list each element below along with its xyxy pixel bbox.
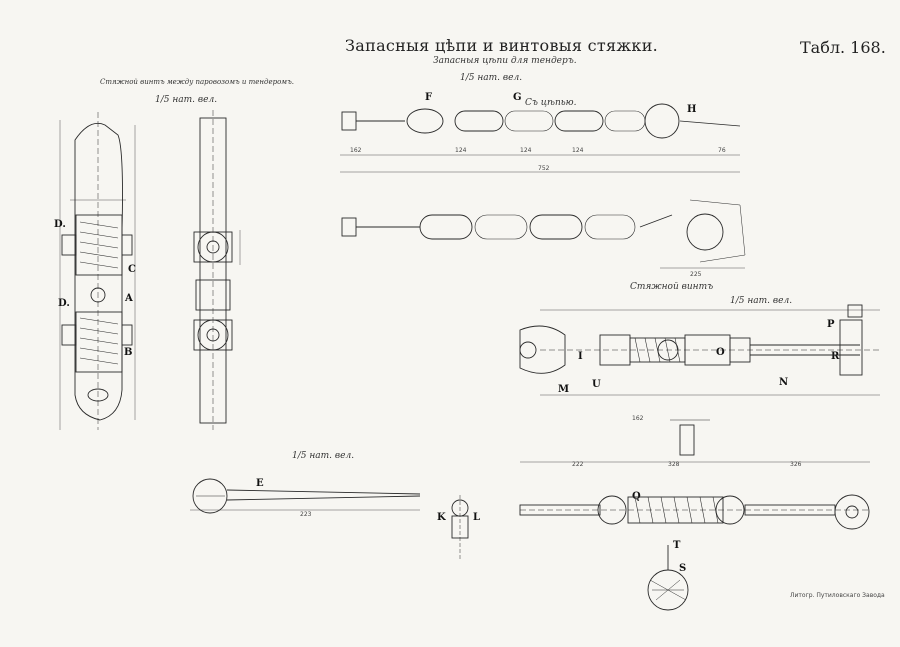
- left-coupling-front-view: [59, 112, 136, 430]
- dim-rod-length: 223: [300, 511, 312, 518]
- lithography-credit: Литогр. Путиловскаго Завода: [790, 592, 885, 599]
- scale-right: 1/5 нат. вел.: [730, 296, 793, 306]
- dim-chain-left: 162: [350, 147, 362, 154]
- spare-chain-second: [341, 199, 746, 269]
- left-subtitle: Стяжной винтъ между паровозомъ и тендеро…: [100, 78, 294, 86]
- coupling-caption: Стяжной винтъ: [630, 282, 714, 292]
- scale-mid: 1/5 нат. вел.: [292, 451, 355, 461]
- sheet-title: Запасныя цѣпи и винтовыя стяжки.: [345, 36, 659, 55]
- label-t: T: [673, 540, 681, 551]
- small-hook-part: [451, 495, 469, 560]
- label-p: P: [827, 319, 835, 330]
- scale-left: 1/5 нат. вел.: [155, 95, 218, 105]
- label-i: I: [578, 351, 583, 362]
- label-l: L: [473, 512, 481, 523]
- dim-lower-a: 222: [572, 461, 584, 468]
- chain-subtitle: Запасныя цѣпи для тендеръ.: [433, 56, 577, 66]
- dim-chain2-overall: 225: [690, 271, 702, 278]
- dim-lower-b: 328: [668, 461, 680, 468]
- label-r: R: [831, 351, 840, 362]
- dim-chain-right: 76: [718, 147, 726, 154]
- dim-upper-right-a: 162: [632, 415, 644, 422]
- dim-link-2: 124: [520, 147, 532, 154]
- label-f: F: [425, 92, 433, 103]
- label-s: S: [679, 563, 687, 574]
- lower-right-coupling: [519, 419, 870, 611]
- left-coupling-side-view: [193, 110, 241, 430]
- dim-lower-c: 326: [790, 461, 802, 468]
- chain-detail-caption: Съ цѣпью.: [525, 98, 577, 108]
- label-k: K: [437, 512, 446, 523]
- label-n: N: [779, 377, 789, 388]
- label-q: Q: [632, 491, 641, 502]
- label-g: G: [513, 92, 522, 103]
- plate-number: Табл. 168.: [800, 38, 886, 57]
- dim-link-3: 124: [572, 147, 584, 154]
- scale-chain: 1/5 нат. вел.: [460, 73, 523, 83]
- middle-rod: [190, 478, 421, 514]
- label-o: O: [716, 347, 725, 358]
- label-d-lower: D.: [58, 298, 70, 309]
- dim-link-1: 124: [455, 147, 467, 154]
- label-m: M: [558, 384, 570, 395]
- label-b: B: [124, 347, 133, 358]
- dim-chain-total: 752: [538, 165, 550, 172]
- label-h: H: [687, 104, 697, 115]
- spare-chain-top: [340, 103, 741, 173]
- label-e: E: [256, 478, 264, 489]
- label-c: C: [128, 264, 136, 275]
- dimension-numbers: 752 225 223 222 328 326 162 76 124 124 1…: [300, 147, 802, 518]
- right-coupling-plan: [519, 304, 880, 396]
- label-u: U: [592, 379, 601, 390]
- label-a: A: [125, 293, 133, 304]
